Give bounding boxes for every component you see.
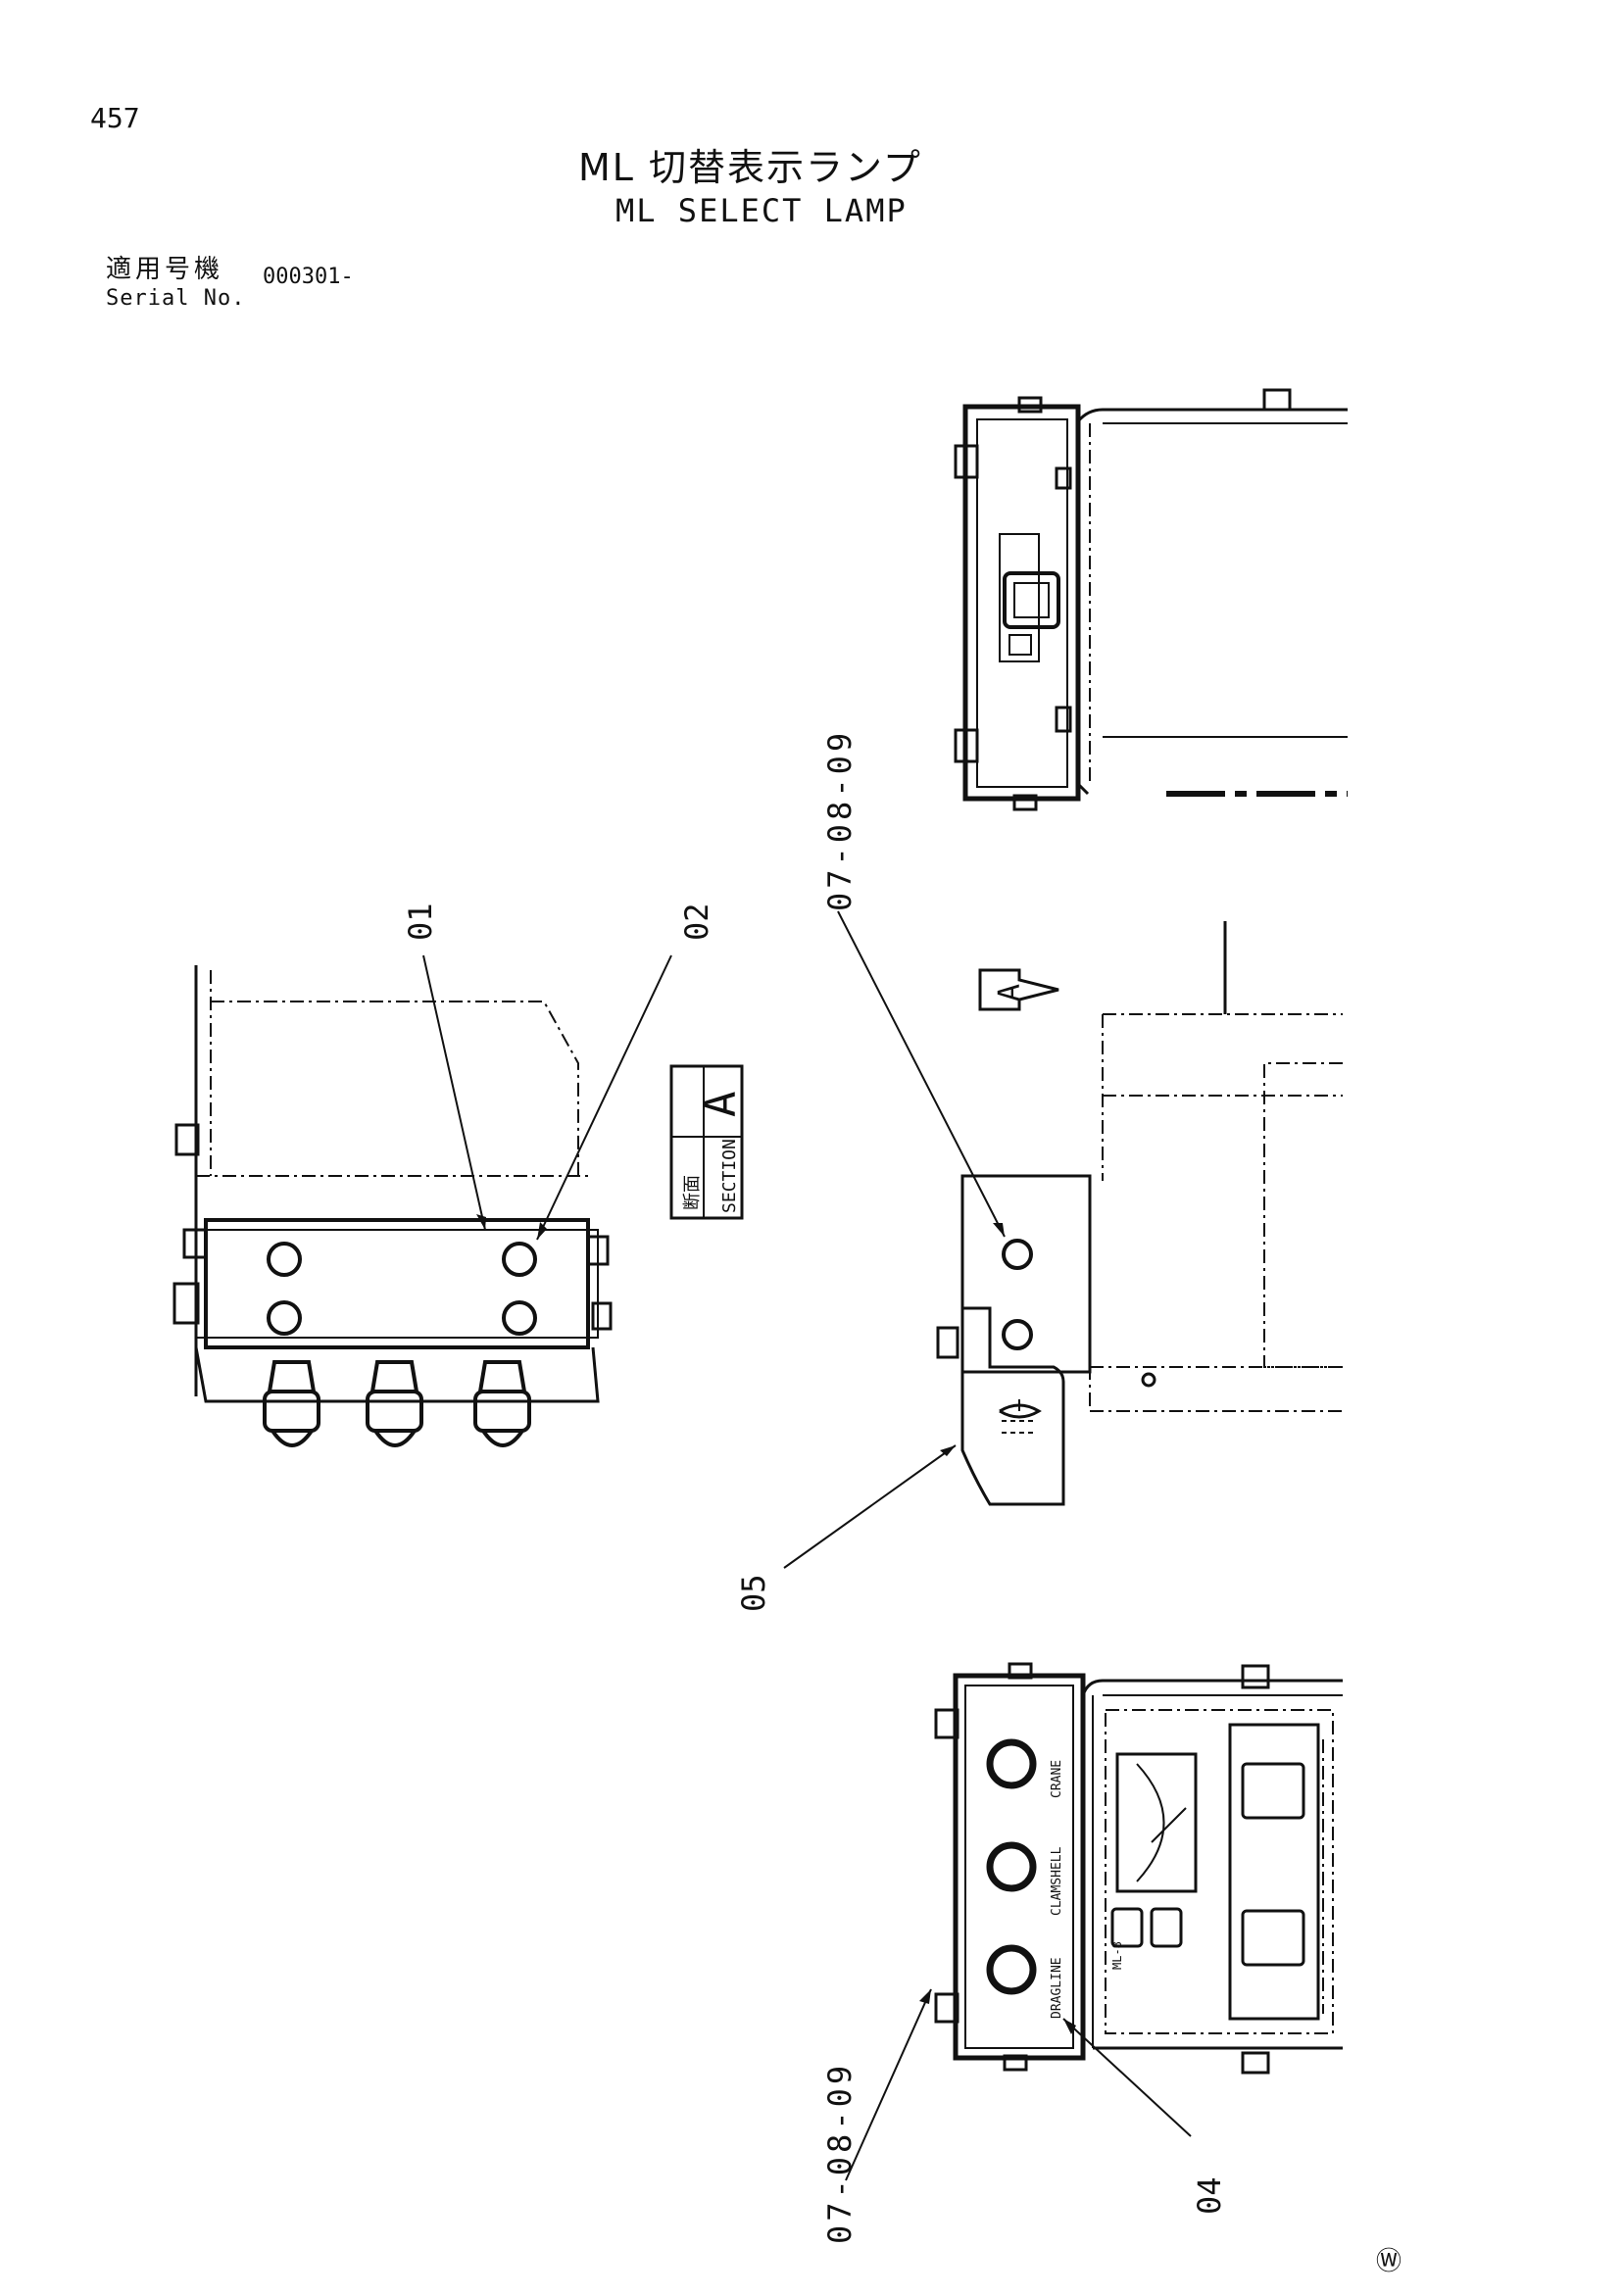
panel-label-dragline: DRAGLINE [1050, 1957, 1064, 2019]
callout-07-08-09-top: 07-08-09 [821, 729, 859, 911]
serial-label-english: Serial No. [106, 286, 246, 311]
title-english: ML SELECT LAMP [615, 192, 908, 229]
monitor-panel-assembly: CRANE CLAMSHELL DRAGLINE ML-8 [934, 1662, 1343, 2075]
view-arrow-a: A [978, 968, 1059, 1011]
left-view-assembly [172, 965, 613, 1447]
section-english: SECTION [719, 1139, 740, 1213]
callout-02: 02 [678, 903, 715, 941]
serial-label-japanese: 適用号機 [106, 255, 224, 284]
section-a-label: A 断面 SECTION [669, 1064, 746, 1220]
callout-05: 05 [735, 1574, 772, 1612]
watermark-mark: Ⓦ [1376, 2247, 1402, 2276]
panel-label-clamshell: CLAMSHELL [1050, 1846, 1064, 1916]
section-japanese: 断面 [682, 1175, 703, 1210]
title-japanese: ML 切替表示ランプ [578, 146, 922, 189]
panel-label-ml: ML-8 [1110, 1941, 1124, 1970]
callout-07-08-09-bottom: 07-08-09 [821, 2062, 859, 2244]
callout-04: 04 [1191, 2176, 1228, 2215]
top-view-assembly [954, 388, 1348, 811]
callout-01: 01 [402, 903, 439, 941]
section-letter: A [696, 1092, 746, 1118]
panel-label-crane: CRANE [1050, 1760, 1064, 1798]
side-view-assembly [936, 921, 1343, 1506]
page-number: 457 [90, 102, 140, 134]
serial-number-value: 000301- [263, 265, 354, 289]
view-arrow-letter: A [993, 984, 1027, 1001]
